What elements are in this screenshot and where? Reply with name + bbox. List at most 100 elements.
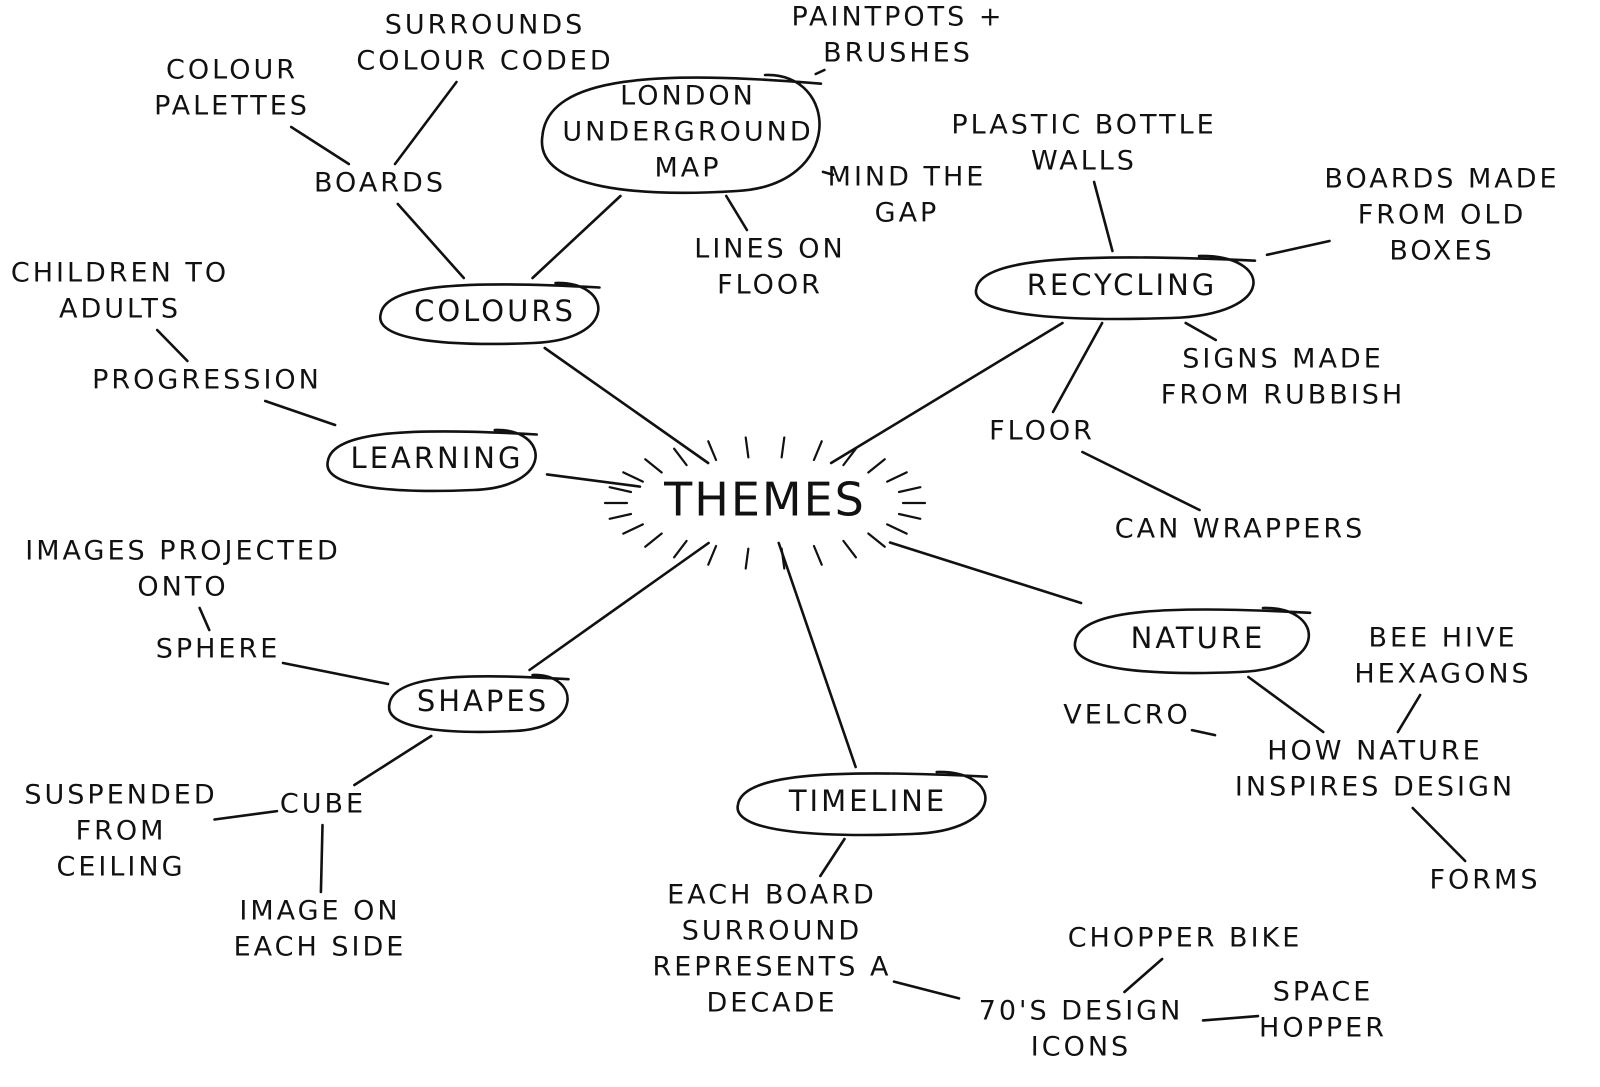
themes-ray bbox=[886, 471, 908, 483]
themes-ray bbox=[812, 544, 823, 566]
themes-ray bbox=[644, 532, 663, 548]
london-enclosure bbox=[540, 73, 823, 195]
image-side-label-line: IMAGE ON bbox=[239, 896, 400, 927]
edge-design-icons-space-hopper bbox=[1201, 1014, 1260, 1022]
signs-label-line: SIGNS MADE bbox=[1182, 344, 1384, 375]
edge-floor-can-wrappers bbox=[1081, 450, 1201, 512]
node-cube: CUBE bbox=[280, 789, 366, 820]
paintpots-label-line: BRUSHES bbox=[823, 38, 973, 69]
node-lines-floor: LINES ON FLOOR bbox=[694, 234, 845, 301]
node-shapes: SHAPES bbox=[417, 684, 549, 718]
node-colour-palettes: COLOUR PALETTES bbox=[154, 55, 310, 122]
mind-gap-label-line: MIND THE bbox=[828, 162, 987, 193]
edge-shapes-cube bbox=[353, 734, 433, 787]
colours-label-line: COLOURS bbox=[414, 294, 576, 328]
shapes-enclosure bbox=[388, 673, 570, 734]
edge-boards-colour-palettes bbox=[289, 125, 351, 166]
recycling-enclosure bbox=[974, 254, 1257, 321]
themes-ray bbox=[780, 547, 786, 570]
node-recycling: RECYCLING bbox=[1027, 268, 1214, 302]
suspended-label-line: FROM bbox=[76, 816, 167, 847]
node-can-wrappers: CAN WRAPPERS bbox=[1115, 514, 1365, 545]
themes-ray bbox=[842, 539, 857, 559]
how-nature-label-line: HOW NATURE bbox=[1267, 736, 1482, 767]
node-chopper: CHOPPER BIKE bbox=[1068, 923, 1303, 954]
lines-floor-label-line: LINES ON bbox=[694, 234, 845, 265]
paintpots-label-line: PAINTPOTS + bbox=[791, 2, 1004, 33]
themes-ray bbox=[673, 539, 688, 559]
london-label-line: MAP bbox=[654, 153, 721, 184]
edge-each-board-design-icons bbox=[892, 980, 961, 1000]
themes-ray bbox=[744, 547, 750, 570]
node-labels: THEMES COLOURS LEARNING SHAPES TIMELINE NATUR… bbox=[11, 2, 1559, 1063]
edge-learning-progression bbox=[263, 399, 337, 427]
edge-recycling-plastic bbox=[1092, 180, 1114, 253]
node-mind-gap: MIND THE GAP bbox=[828, 162, 987, 229]
can-wrappers-label-line: CAN WRAPPERS bbox=[1115, 514, 1365, 545]
node-themes: THEMES bbox=[663, 473, 864, 527]
london-label-line: LONDON bbox=[620, 81, 756, 112]
each-board-label-line: DECADE bbox=[706, 988, 837, 1019]
themes-ray bbox=[707, 544, 718, 566]
each-board-label-line: EACH BOARD bbox=[667, 880, 877, 911]
boards-boxes-label-line: FROM OLD bbox=[1358, 200, 1527, 231]
edge-themes-shapes bbox=[528, 541, 710, 672]
signs-label-line: FROM RUBBISH bbox=[1161, 380, 1405, 411]
connector-lines bbox=[155, 68, 1467, 1022]
edge-recycling-floor bbox=[1051, 321, 1104, 414]
edge-colours-london bbox=[531, 194, 622, 280]
shapes-label-line: SHAPES bbox=[417, 684, 549, 718]
edge-themes-timeline bbox=[777, 541, 857, 769]
themes-ray bbox=[744, 436, 750, 459]
themes-ray bbox=[867, 532, 886, 548]
learning-label-line: LEARNING bbox=[351, 441, 524, 475]
node-timeline: TIMELINE bbox=[788, 784, 944, 818]
mind-gap-label-line: GAP bbox=[875, 198, 940, 229]
edge-colours-boards bbox=[396, 202, 466, 280]
nature-label-line: NATURE bbox=[1131, 621, 1266, 655]
edge-timeline-each-board bbox=[819, 837, 846, 878]
node-nature: NATURE bbox=[1131, 621, 1266, 655]
node-forms: FORMS bbox=[1430, 865, 1538, 896]
themes-ray bbox=[867, 458, 886, 474]
children-label-line: CHILDREN TO bbox=[11, 258, 229, 289]
each-board-label-line: REPRESENTS A bbox=[652, 952, 891, 983]
node-progression: PROGRESSION bbox=[92, 365, 319, 396]
themes-ray bbox=[707, 440, 718, 462]
cube-label-line: CUBE bbox=[280, 789, 366, 820]
edge-themes-learning bbox=[545, 473, 642, 488]
colours-enclosure bbox=[379, 281, 601, 346]
node-plastic: PLASTIC BOTTLE WALLS bbox=[951, 110, 1216, 177]
edge-how-nature-forms bbox=[1411, 806, 1467, 863]
plastic-label-line: WALLS bbox=[1031, 146, 1137, 177]
themes-ray bbox=[886, 523, 908, 535]
suspended-label-line: CEILING bbox=[57, 852, 186, 883]
colour-palettes-label-line: PALETTES bbox=[154, 91, 310, 122]
chopper-label-line: CHOPPER BIKE bbox=[1068, 923, 1303, 954]
lines-floor-label-line: FLOOR bbox=[717, 270, 823, 301]
design-icons-label-line: ICONS bbox=[1031, 1032, 1131, 1063]
themes-ray bbox=[842, 447, 857, 467]
node-signs: SIGNS MADE FROM RUBBISH bbox=[1161, 344, 1405, 411]
edge-themes-colours bbox=[543, 346, 710, 465]
colour-palettes-label-line: COLOUR bbox=[166, 55, 298, 86]
plastic-label-line: PLASTIC BOTTLE bbox=[951, 110, 1216, 141]
themes-ray bbox=[608, 512, 633, 520]
design-icons-label-line: 70'S DESIGN bbox=[979, 996, 1184, 1027]
themes-ray bbox=[812, 440, 823, 462]
space-hopper-label-line: HOPPER bbox=[1259, 1013, 1387, 1044]
learning-enclosure bbox=[326, 428, 539, 493]
surrounds-label-line: SURROUNDS bbox=[385, 10, 586, 41]
london-label-line: UNDERGROUND bbox=[562, 117, 813, 148]
edge-recycling-signs bbox=[1184, 321, 1218, 342]
node-london: LONDON UNDERGROUND MAP bbox=[562, 81, 813, 184]
edge-themes-recycling bbox=[829, 321, 1064, 465]
boards-boxes-label-line: BOARDS MADE bbox=[1324, 164, 1559, 195]
